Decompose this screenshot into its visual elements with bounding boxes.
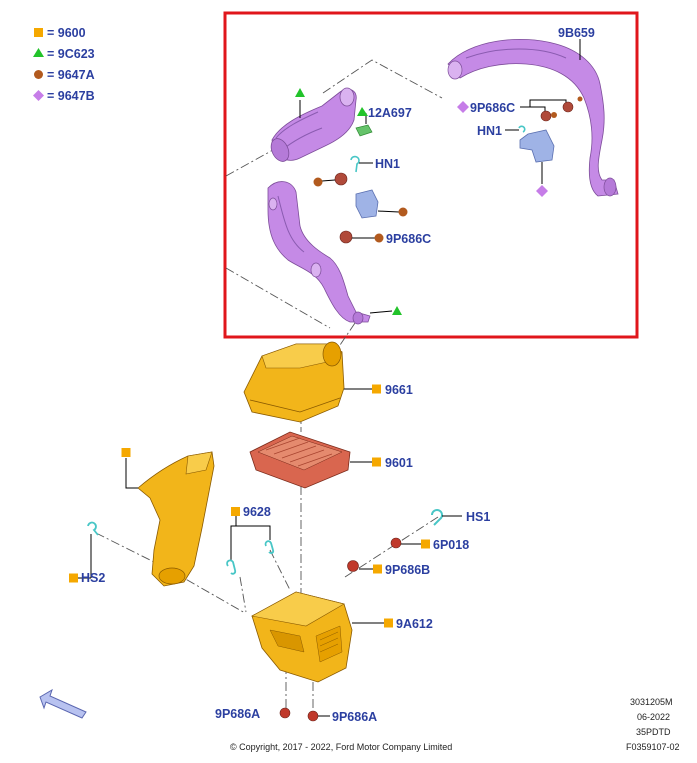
footer-code-2: 35PDTD (636, 727, 671, 737)
label-9628: 9628 (243, 505, 271, 519)
diamond-marker-icon (536, 185, 548, 197)
triangle-marker-icon (357, 107, 368, 116)
label-HS1: HS1 (466, 510, 490, 524)
circle-marker-icon (398, 207, 408, 217)
label-9P686B: 9P686B (385, 563, 430, 577)
square-marker-icon (421, 539, 430, 549)
square-marker-icon (69, 573, 78, 583)
circle-marker-icon (374, 233, 384, 243)
legend-item-9600: = 9600 (34, 26, 86, 40)
footer-code-3: F0359107-02 (626, 742, 680, 752)
square-marker-icon (372, 384, 381, 394)
footer: © Copyright, 2017 - 2022, Ford Motor Com… (230, 697, 680, 752)
hose-clamp-icon (518, 125, 526, 133)
duct-left (121, 448, 215, 587)
triangle-marker-icon (295, 88, 305, 97)
legend-text: = 9647A (47, 68, 95, 82)
legend-item-9647A: = 9647A (34, 68, 95, 82)
label-9601: 9601 (385, 456, 413, 470)
clip-icon (226, 559, 237, 575)
bracket (519, 129, 555, 163)
legend-item-9C623: = 9C623 (33, 47, 95, 61)
label-9B659: 9B659 (558, 26, 595, 40)
square-marker-icon (34, 28, 43, 37)
legend-text: = 9600 (47, 26, 86, 40)
grommet (540, 110, 552, 122)
part-9661: 9661 (243, 341, 413, 423)
grommet (339, 230, 353, 244)
part-HN1-left: HN1 (350, 155, 400, 173)
square-marker-icon (231, 507, 240, 516)
part-9A612: 9A612 (251, 591, 433, 683)
clip-icon (264, 540, 275, 554)
hose-clamp-icon (350, 155, 360, 173)
marker-group-9C623 (295, 88, 402, 315)
label-9P686C-right: 9P686C (470, 101, 515, 115)
part-HS1: HS1 (431, 509, 490, 526)
direction-arrow-icon (39, 688, 87, 719)
legend-item-9647B: = 9647B (33, 89, 95, 103)
label-6P018: 6P018 (433, 538, 469, 552)
part-9628: 9628 (226, 505, 275, 575)
label-12A697: 12A697 (368, 106, 412, 120)
part-9P686B: 9P686B (347, 560, 430, 577)
diamond-marker-icon (33, 90, 44, 101)
inlet-duct (137, 451, 215, 587)
grommet (347, 560, 359, 572)
label-HN1-right: HN1 (477, 124, 502, 138)
circle-marker-icon (34, 70, 43, 79)
hose-clamp-icon (87, 521, 99, 536)
highlight-box (223, 11, 639, 339)
label-9A612: 9A612 (396, 617, 433, 631)
square-marker-icon (372, 457, 381, 467)
outlet-hose (447, 39, 619, 197)
square-marker-icon (373, 564, 382, 574)
legend: = 9600 = 9C623 = 9647A = 9647B (33, 26, 95, 103)
grommet (334, 172, 348, 186)
circle-marker-icon (313, 177, 323, 187)
triangle-marker-icon (392, 306, 402, 315)
part-HS2: HS2 (69, 521, 105, 585)
grommet (307, 710, 319, 722)
diamond-marker-icon (457, 101, 469, 113)
footer-code-1: 3031205M (630, 697, 673, 707)
legend-text: = 9647B (47, 89, 95, 103)
part-9601: 9601 (249, 431, 413, 489)
label-9661: 9661 (385, 383, 413, 397)
clip-icon (355, 124, 373, 137)
resonator-assembly (267, 87, 371, 325)
part-9B659: 9B659 (447, 26, 619, 197)
legend-text: = 9C623 (47, 47, 95, 61)
part-HN1-right: HN1 (477, 124, 555, 197)
label-HN1-left: HN1 (375, 157, 400, 171)
bracket (355, 189, 379, 219)
label-9P686C-left: 9P686C (386, 232, 431, 246)
label-9P686A-left: 9P686A (215, 707, 260, 721)
triangle-marker-icon (33, 48, 44, 57)
copyright-text: © Copyright, 2017 - 2022, Ford Motor Com… (230, 742, 452, 752)
label-HS2: HS2 (81, 571, 105, 585)
bracket-left: 9P686C (313, 172, 431, 246)
label-9P686A-right: 9P686A (332, 710, 377, 724)
part-9P686C-right: 9P686C (457, 96, 583, 122)
grommet (390, 537, 402, 549)
footer-date: 06-2022 (637, 712, 670, 722)
part-6P018: 6P018 (390, 537, 469, 552)
square-marker-icon (121, 448, 131, 457)
grommet (562, 101, 574, 113)
square-marker-icon (384, 618, 393, 628)
part-12A697: 12A697 (355, 106, 412, 137)
intake-hose (267, 181, 371, 323)
hose-clamp-icon (431, 509, 443, 526)
part-9P686A: 9P686A 9P686A (215, 707, 377, 724)
grommet (279, 707, 291, 719)
